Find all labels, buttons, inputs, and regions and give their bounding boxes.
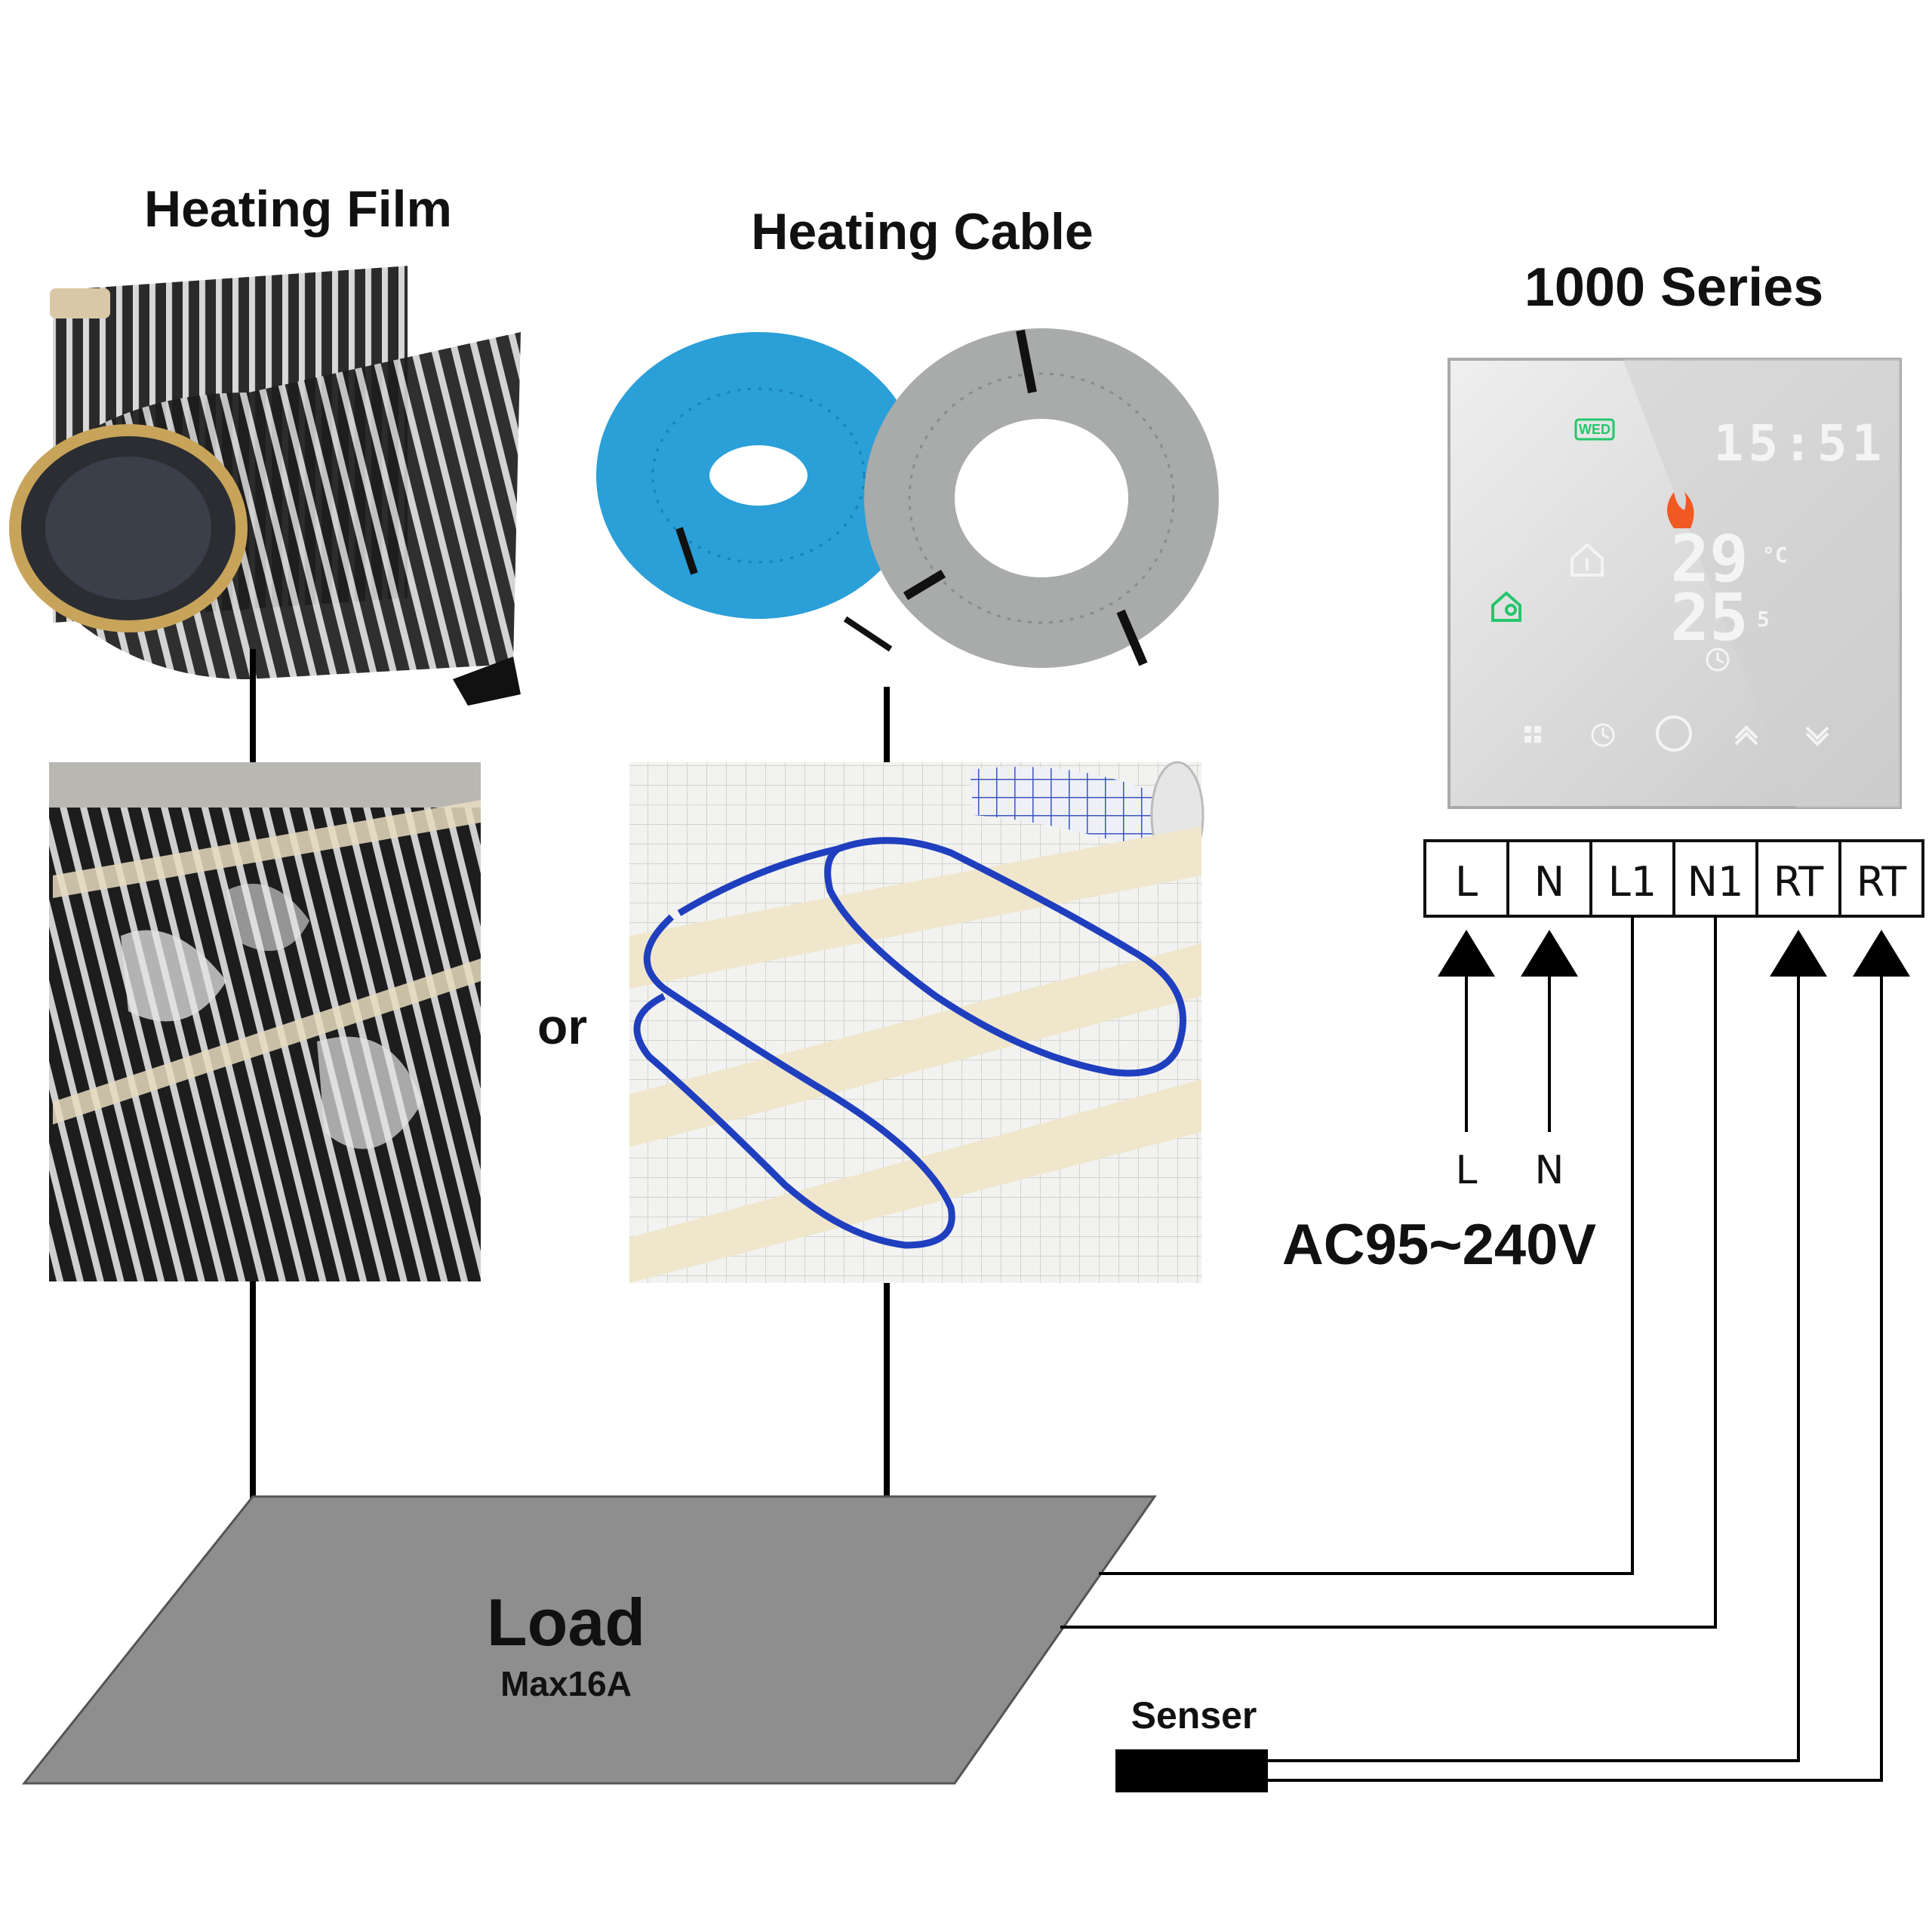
terminal-n: N: [1534, 858, 1564, 906]
supply-voltage: AC95~240V: [1282, 1213, 1596, 1277]
set-temperature-unit: °C: [1762, 543, 1788, 568]
supply-l-arrow: [1438, 930, 1495, 1132]
terminal-n1: N1: [1687, 858, 1744, 906]
heating-cable-coils-image: [596, 328, 1219, 668]
sensor-wire-1: [1268, 974, 1800, 1762]
supply-n-label: N: [1535, 1148, 1564, 1193]
rt-2-arrow: [1853, 930, 1910, 977]
day-text: WED: [1579, 422, 1611, 437]
terminal-rt-1: RT: [1774, 858, 1825, 906]
menu-grid-button[interactable]: [1524, 726, 1541, 743]
supply-n-arrow: [1521, 930, 1578, 1132]
set-temperature: 29: [1670, 521, 1749, 597]
thermostat-panel: WED 15:51 29 °C 25 5: [1447, 358, 1902, 809]
clock-display: 15:51: [1714, 414, 1887, 472]
load-rating: Max16A: [500, 1664, 632, 1703]
l1-wire: [1099, 916, 1634, 1575]
rt-1-arrow: [1770, 930, 1827, 977]
flame-icon: [1667, 492, 1694, 528]
away-home-icon: [1491, 591, 1521, 622]
power-button[interactable]: [1656, 715, 1692, 752]
installed-film-photo: [49, 762, 481, 1281]
load-label: Load: [487, 1585, 645, 1660]
down-chevron-button[interactable]: [1805, 726, 1829, 746]
clock-button[interactable]: [1591, 723, 1615, 747]
installed-cable-mat-photo: [629, 761, 1204, 1283]
supply-l-label: L: [1456, 1148, 1478, 1193]
sensor-probe: [1115, 1749, 1268, 1792]
terminal-block: L N L1 N1 RT RT: [1423, 839, 1924, 918]
sensor-wire-2: [1268, 974, 1883, 1782]
heating-film-roll-image: [9, 266, 521, 706]
sensor-label: Senser: [1131, 1694, 1257, 1737]
terminal-rt-2: RT: [1857, 858, 1908, 906]
load-block: [21, 1495, 1157, 1785]
up-chevron-button[interactable]: [1734, 725, 1758, 746]
n1-wire: [1060, 916, 1717, 1629]
heating-film-title: Heating Film: [144, 180, 452, 238]
series-title: 1000 Series: [1524, 257, 1823, 318]
terminal-l: L: [1455, 858, 1478, 906]
heating-cable-title: Heating Cable: [751, 203, 1093, 260]
or-label: or: [537, 998, 587, 1054]
home-icon: [1571, 543, 1604, 577]
room-temperature: 25: [1670, 580, 1749, 656]
room-temperature-unit: 5: [1757, 607, 1770, 632]
terminal-l1: L1: [1608, 858, 1657, 906]
day-indicator: [1574, 418, 1615, 441]
schedule-clock-icon: [1706, 648, 1730, 672]
